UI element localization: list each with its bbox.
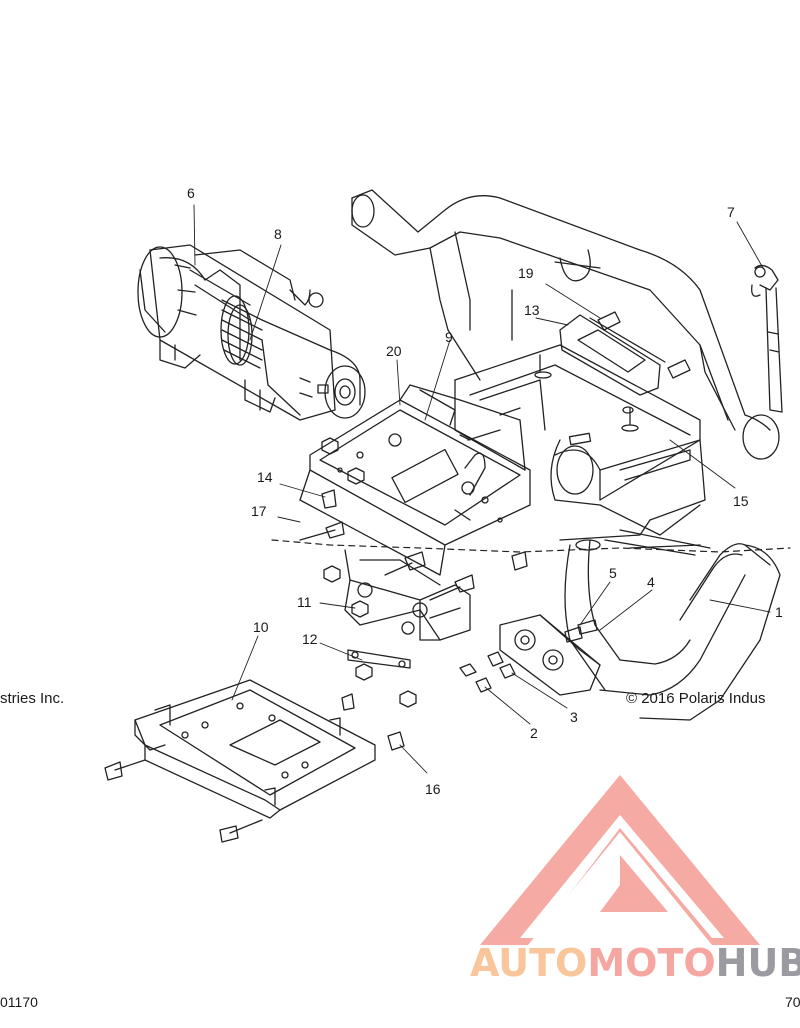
- figure-ref-left: 01170: [0, 994, 38, 1010]
- callout-8: 8: [274, 226, 282, 242]
- callout-9: 9: [445, 329, 453, 345]
- callout-2: 2: [530, 725, 538, 741]
- section-line: [271, 539, 791, 553]
- watermark-auto: AUTO: [470, 941, 588, 985]
- callout-16: 16: [425, 781, 441, 797]
- callout-6: 6: [187, 185, 195, 201]
- callout-12: 12: [302, 631, 318, 647]
- skid-plate: [134, 679, 376, 819]
- plate-12: [347, 649, 411, 669]
- callout-17: 17: [251, 503, 267, 519]
- callout-10: 10: [253, 619, 269, 635]
- callout-1: 1: [775, 604, 783, 620]
- watermark-logo-inner: [520, 815, 724, 938]
- callout-20: 20: [386, 343, 402, 359]
- callout-11: 11: [297, 594, 312, 610]
- winch: [137, 244, 366, 421]
- leader-lines: [193, 204, 771, 774]
- frame-mount: [454, 289, 711, 556]
- callout-7: 7: [727, 204, 735, 220]
- callout-5: 5: [609, 565, 617, 581]
- callout-19: 19: [518, 265, 534, 281]
- copyright-left: stries Inc.: [0, 690, 65, 707]
- fairlead-13: [559, 314, 666, 396]
- watermark-hub: HUB: [715, 941, 800, 985]
- callout-13: 13: [524, 302, 540, 318]
- callout-3: 3: [570, 709, 578, 725]
- watermark-text: AUTOMOTOHUB: [470, 944, 800, 982]
- callout-4: 4: [647, 574, 655, 590]
- copyright-right: © 2016 Polaris Indus: [626, 690, 766, 707]
- bumper-tube: [351, 189, 781, 721]
- end-plate: [499, 614, 601, 696]
- watermark-logo: [480, 775, 760, 945]
- callout-15: 15: [733, 493, 749, 509]
- watermark-moto: MOTO: [587, 941, 716, 985]
- callout-14: 14: [257, 469, 273, 485]
- winch-hook: [751, 264, 783, 413]
- mount-bracket-11: [344, 549, 471, 641]
- fasteners: [104, 311, 691, 843]
- figure-ref-right: 70: [785, 994, 800, 1010]
